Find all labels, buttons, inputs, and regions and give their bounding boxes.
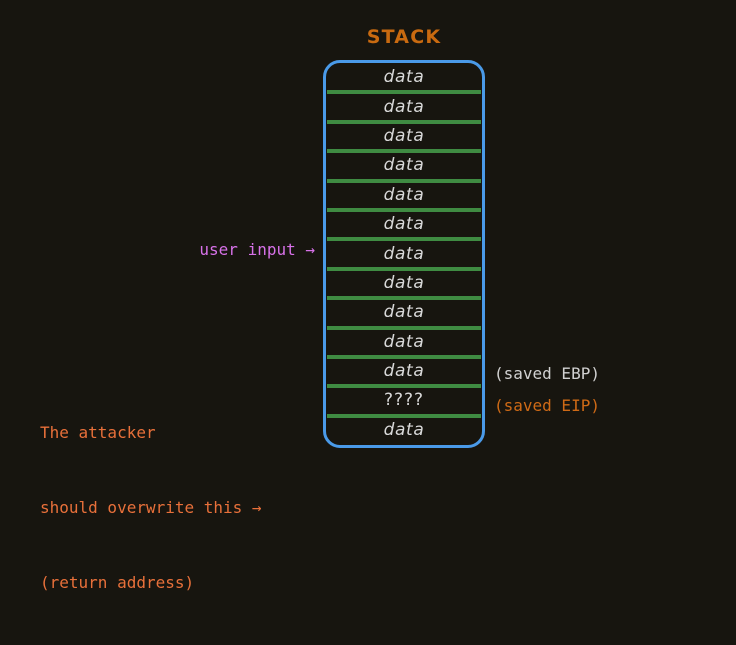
attacker-annotation-line-2: should overwrite this → xyxy=(40,498,262,517)
stack-cell: data xyxy=(326,237,482,268)
saved-ebp-label: (saved EBP) xyxy=(494,364,600,383)
stack-cell: data xyxy=(326,325,482,357)
saved-eip-label: (saved EIP) xyxy=(494,396,600,415)
stack-cell-saved-ebp: data xyxy=(326,354,482,386)
stack-cell: data xyxy=(326,413,482,445)
stack-cell: data xyxy=(326,296,482,327)
stack-cell: data xyxy=(326,90,482,121)
user-input-annotation: user input → xyxy=(199,240,315,259)
attacker-annotation: The attacker should overwrite this → (re… xyxy=(40,370,315,645)
stack-cell-list: data data data data data data data data … xyxy=(326,63,482,445)
stack-cell-saved-eip: ???? xyxy=(326,384,482,415)
stack-diagram-canvas: STACK data data data data data data data… xyxy=(40,26,600,592)
stack-title: STACK xyxy=(366,26,442,48)
stack-cell: data xyxy=(326,178,482,210)
stack-cell: data xyxy=(326,149,482,180)
stack-container: data data data data data data data data … xyxy=(323,60,485,448)
stack-cell: data xyxy=(326,119,482,151)
stack-cell: data xyxy=(326,266,482,298)
stack-cell: data xyxy=(326,207,482,239)
stack-cell: data xyxy=(383,67,425,88)
attacker-annotation-line-3: (return address) xyxy=(40,573,195,592)
attacker-annotation-line-1: The attacker xyxy=(40,423,156,442)
